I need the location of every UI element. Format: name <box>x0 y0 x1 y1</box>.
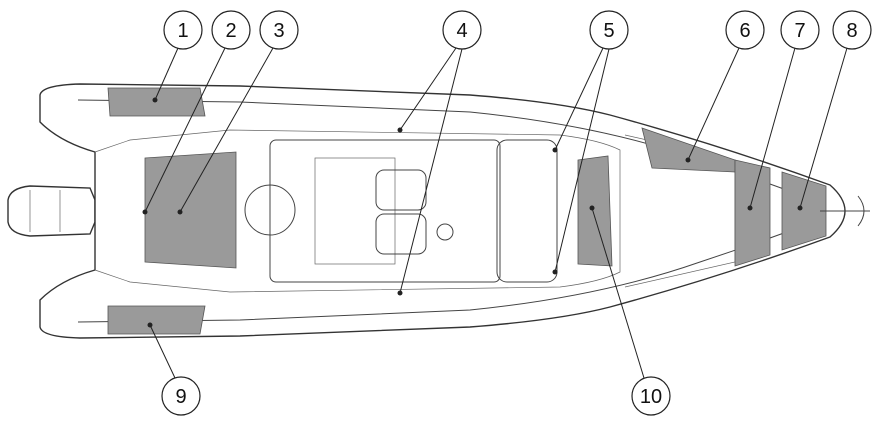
svg-text:1: 1 <box>177 20 188 42</box>
svg-text:7: 7 <box>794 20 805 42</box>
callout-6: 6 <box>725 10 765 50</box>
svg-text:8: 8 <box>846 20 857 42</box>
callout-10: 10 <box>631 376 671 416</box>
zone-9 <box>107 305 206 335</box>
svg-text:4: 4 <box>456 20 467 42</box>
svg-text:3: 3 <box>273 20 284 42</box>
zone-8 <box>781 171 827 251</box>
svg-text:10: 10 <box>640 386 662 408</box>
callout-5: 5 <box>589 10 629 50</box>
callout-4: 4 <box>442 10 482 50</box>
callout-3: 3 <box>259 10 299 50</box>
svg-text:9: 9 <box>175 386 186 408</box>
callout-1: 1 <box>163 10 203 50</box>
callout-8: 8 <box>832 10 872 50</box>
svg-text:6: 6 <box>739 20 750 42</box>
anchor-icon <box>820 195 870 227</box>
zone-7 <box>734 159 771 267</box>
callout-7: 7 <box>780 10 820 50</box>
leader-lines <box>142 47 848 379</box>
callout-9: 9 <box>161 376 201 416</box>
callout-2: 2 <box>211 10 251 50</box>
svg-text:5: 5 <box>603 20 614 42</box>
zone-3 <box>144 151 237 269</box>
svg-text:2: 2 <box>225 20 236 42</box>
hull-outline <box>39 83 846 339</box>
zone-10 <box>577 155 613 267</box>
outboard-engine <box>7 185 96 237</box>
